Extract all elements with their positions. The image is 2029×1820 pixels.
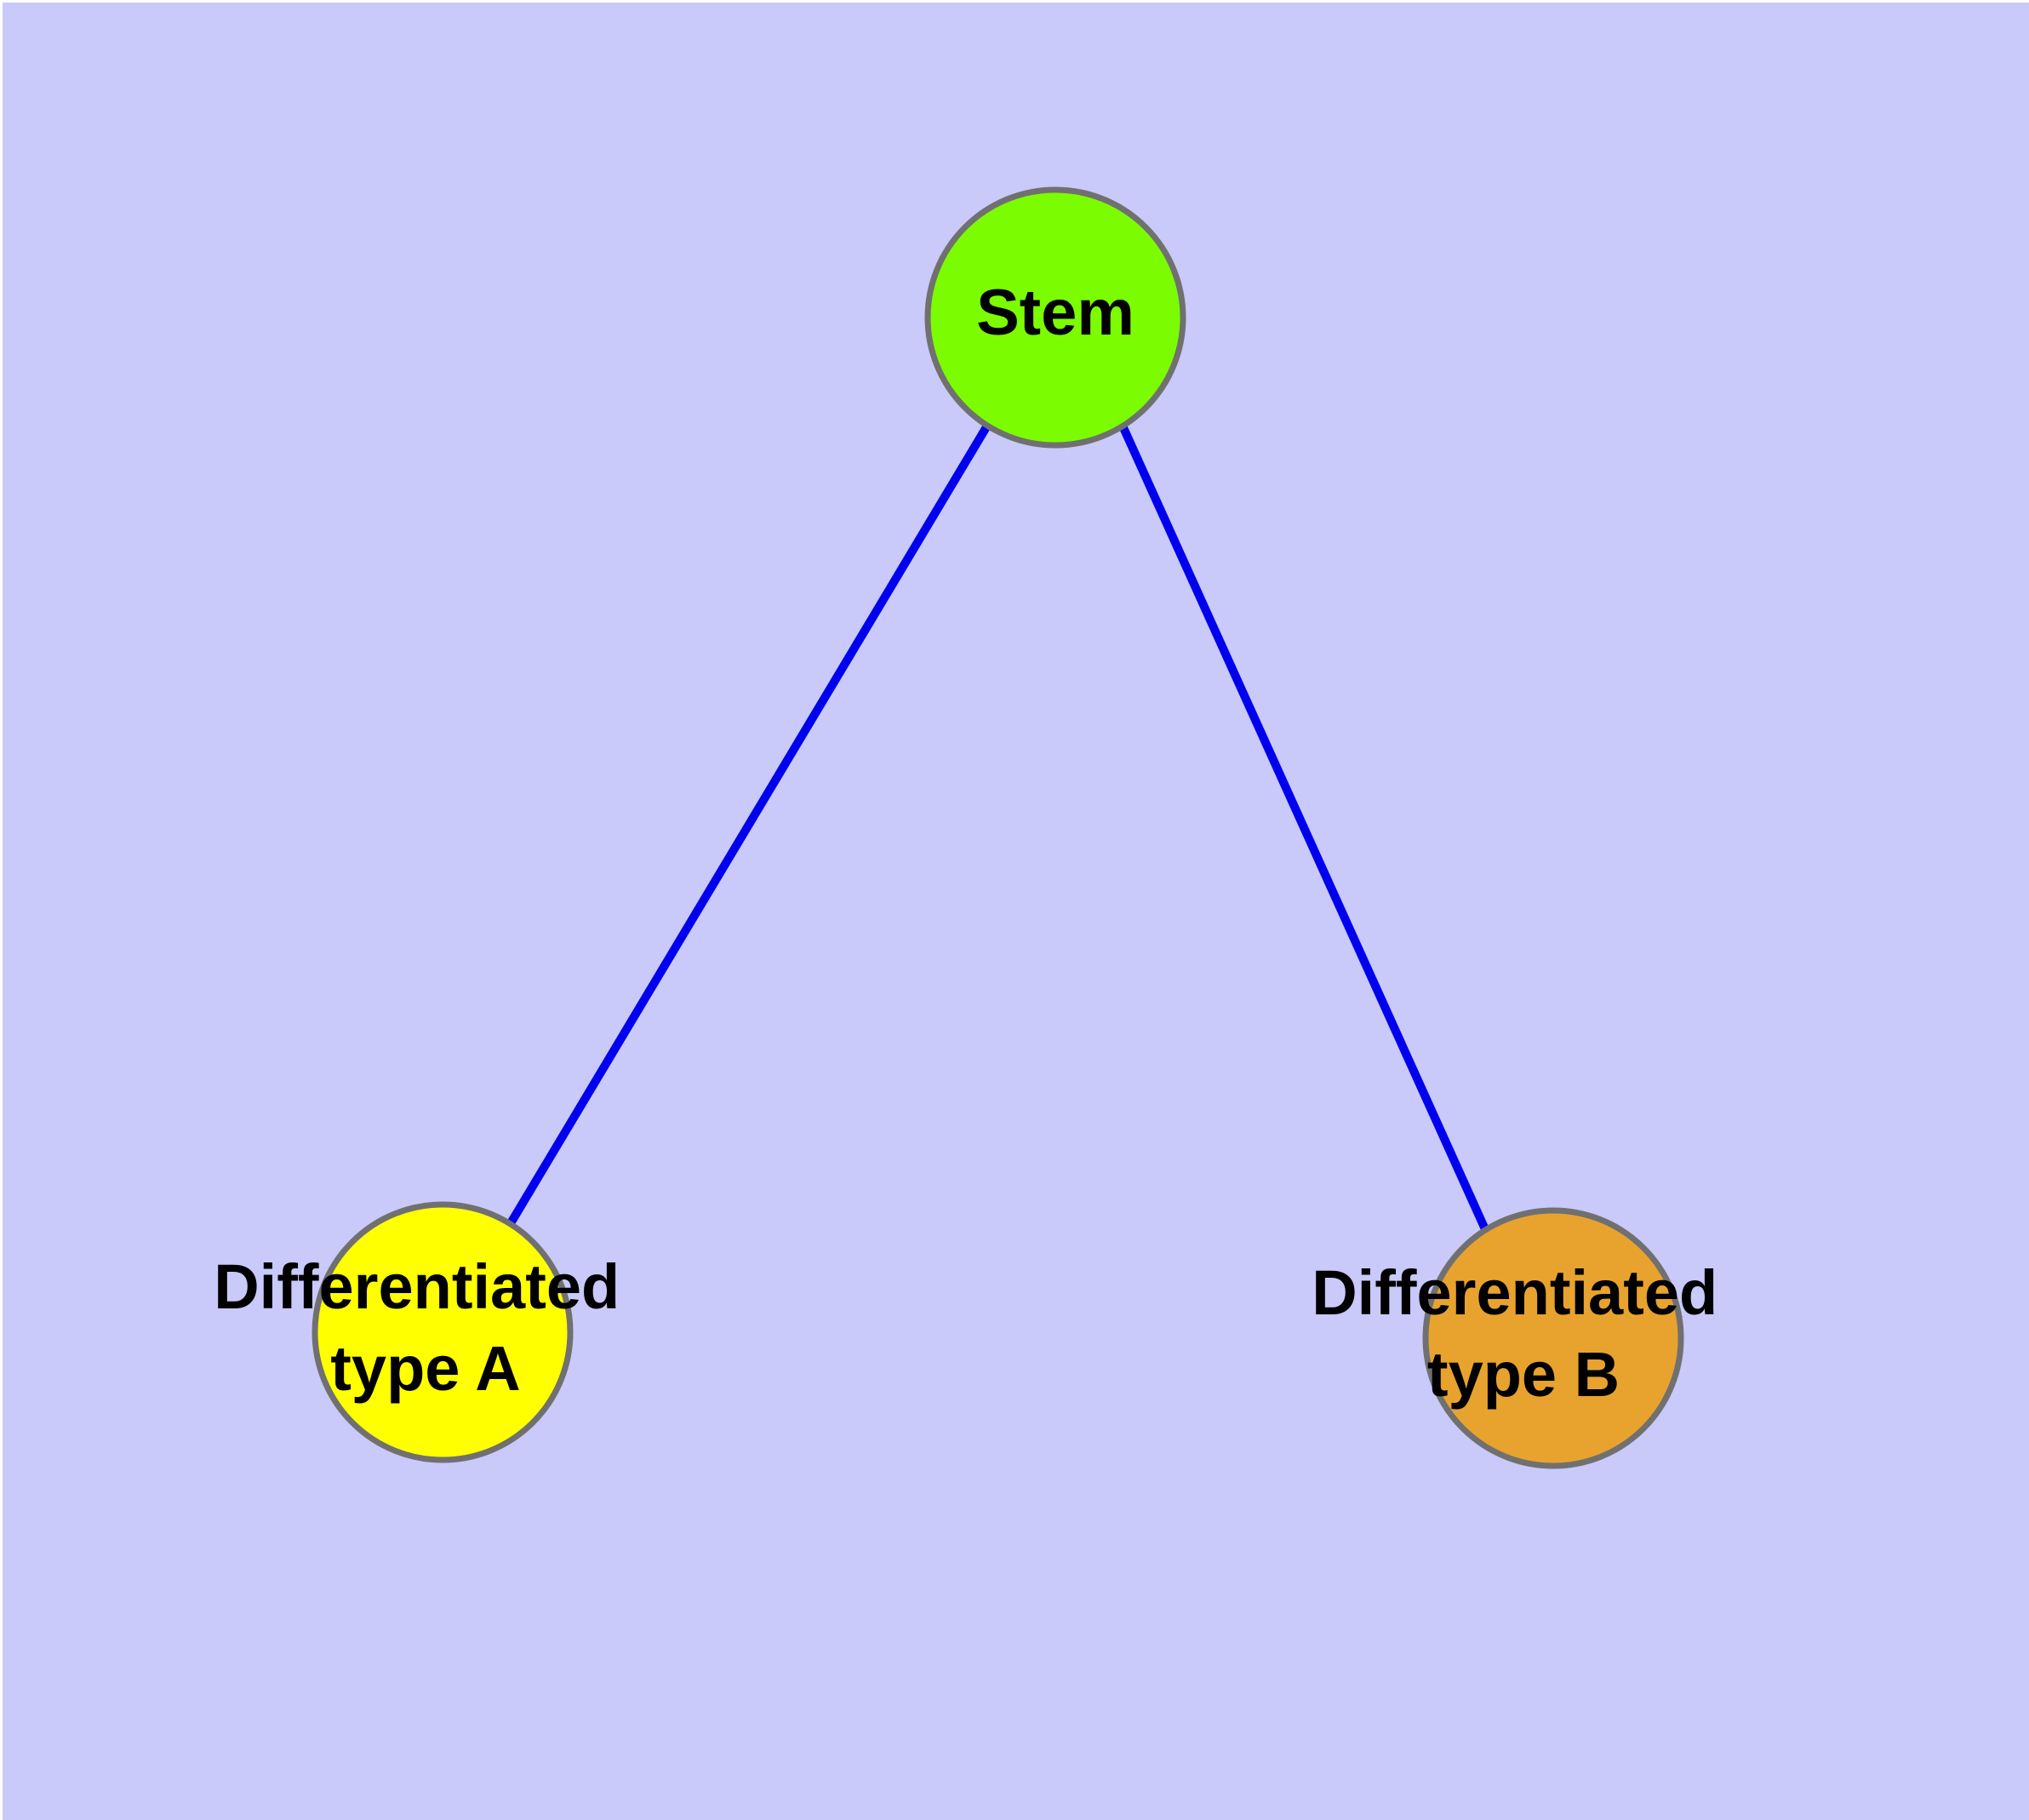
node-differentiated-type-b-label: Differentiated type B [1312, 1257, 1735, 1410]
edge-layer [506, 421, 1489, 1232]
node-differentiated-type-b-label-line-2: type B [1427, 1339, 1620, 1410]
node-differentiated-type-a-circle[interactable] [311, 1201, 574, 1463]
edge-stem-to-differentiated-type-b [1117, 421, 1489, 1232]
node-differentiated-type-b[interactable]: Differentiated type B [1312, 1207, 1735, 1469]
node-stem[interactable]: Stem [924, 186, 1186, 449]
node-layer: Stem Differentiated type A Differentiate… [214, 186, 1735, 1469]
node-differentiated-type-a[interactable]: Differentiated type A [214, 1201, 637, 1463]
node-differentiated-type-b-label-line-1: Differentiated [1312, 1257, 1718, 1328]
node-stem-label-line-1: Stem [976, 277, 1135, 349]
node-differentiated-type-b-circle[interactable] [1422, 1207, 1684, 1469]
node-differentiated-type-a-label-line-2: type A [330, 1333, 520, 1404]
edge-stem-to-differentiated-type-a [506, 423, 992, 1226]
node-differentiated-type-a-label: Differentiated type A [214, 1251, 637, 1404]
node-stem-circle[interactable] [924, 186, 1186, 449]
node-stem-label: Stem [976, 277, 1135, 349]
node-differentiated-type-a-label-line-1: Differentiated [214, 1251, 620, 1322]
